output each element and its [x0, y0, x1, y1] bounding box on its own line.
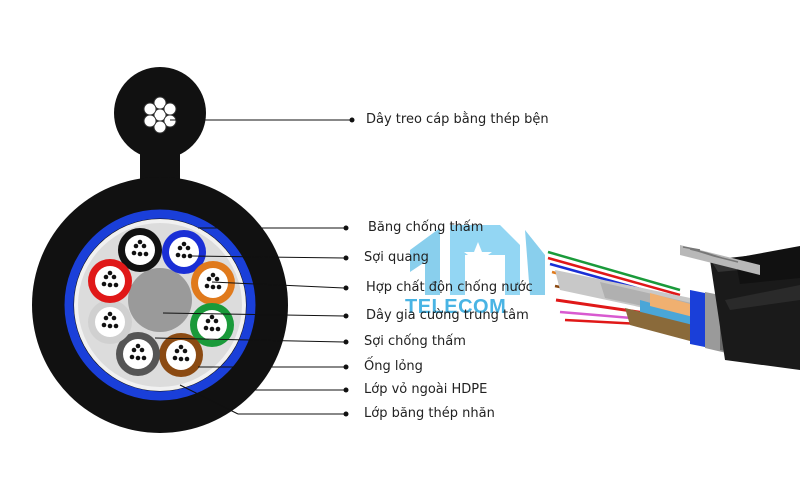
central-strength-member: [128, 268, 192, 332]
label-corrugated-steel-tape: Lớp băng thép nhăn: [364, 406, 495, 421]
telecom-watermark-logo: [410, 225, 545, 295]
loose-tubes: [88, 228, 235, 377]
label-optical-fiber: Sợi quang: [364, 250, 429, 265]
label-water-blocking-tape: Băng chống thấm: [368, 220, 484, 235]
label-water-blocking-gel: Hợp chất độn chống nước: [366, 280, 533, 295]
messenger-strands: [143, 96, 177, 134]
cable-3d-render: [547, 245, 800, 370]
label-loose-tube: Ống lỏng: [364, 359, 423, 374]
label-hdpe-outer-sheath: Lớp vỏ ngoài HDPE: [364, 382, 488, 397]
corrugated-steel-tape-ring: [64, 209, 256, 401]
leader-lines: [154, 119, 350, 415]
optical-fibers: [101, 239, 222, 362]
telecom-watermark-text: TELECOM: [405, 296, 507, 318]
label-messenger-wire: Dây treo cáp bằng thép bện: [366, 112, 549, 127]
label-central-strength-member: Dây gia cường trung tâm: [366, 308, 529, 323]
label-water-blocking-yarn: Sợi chống thấm: [364, 334, 466, 349]
